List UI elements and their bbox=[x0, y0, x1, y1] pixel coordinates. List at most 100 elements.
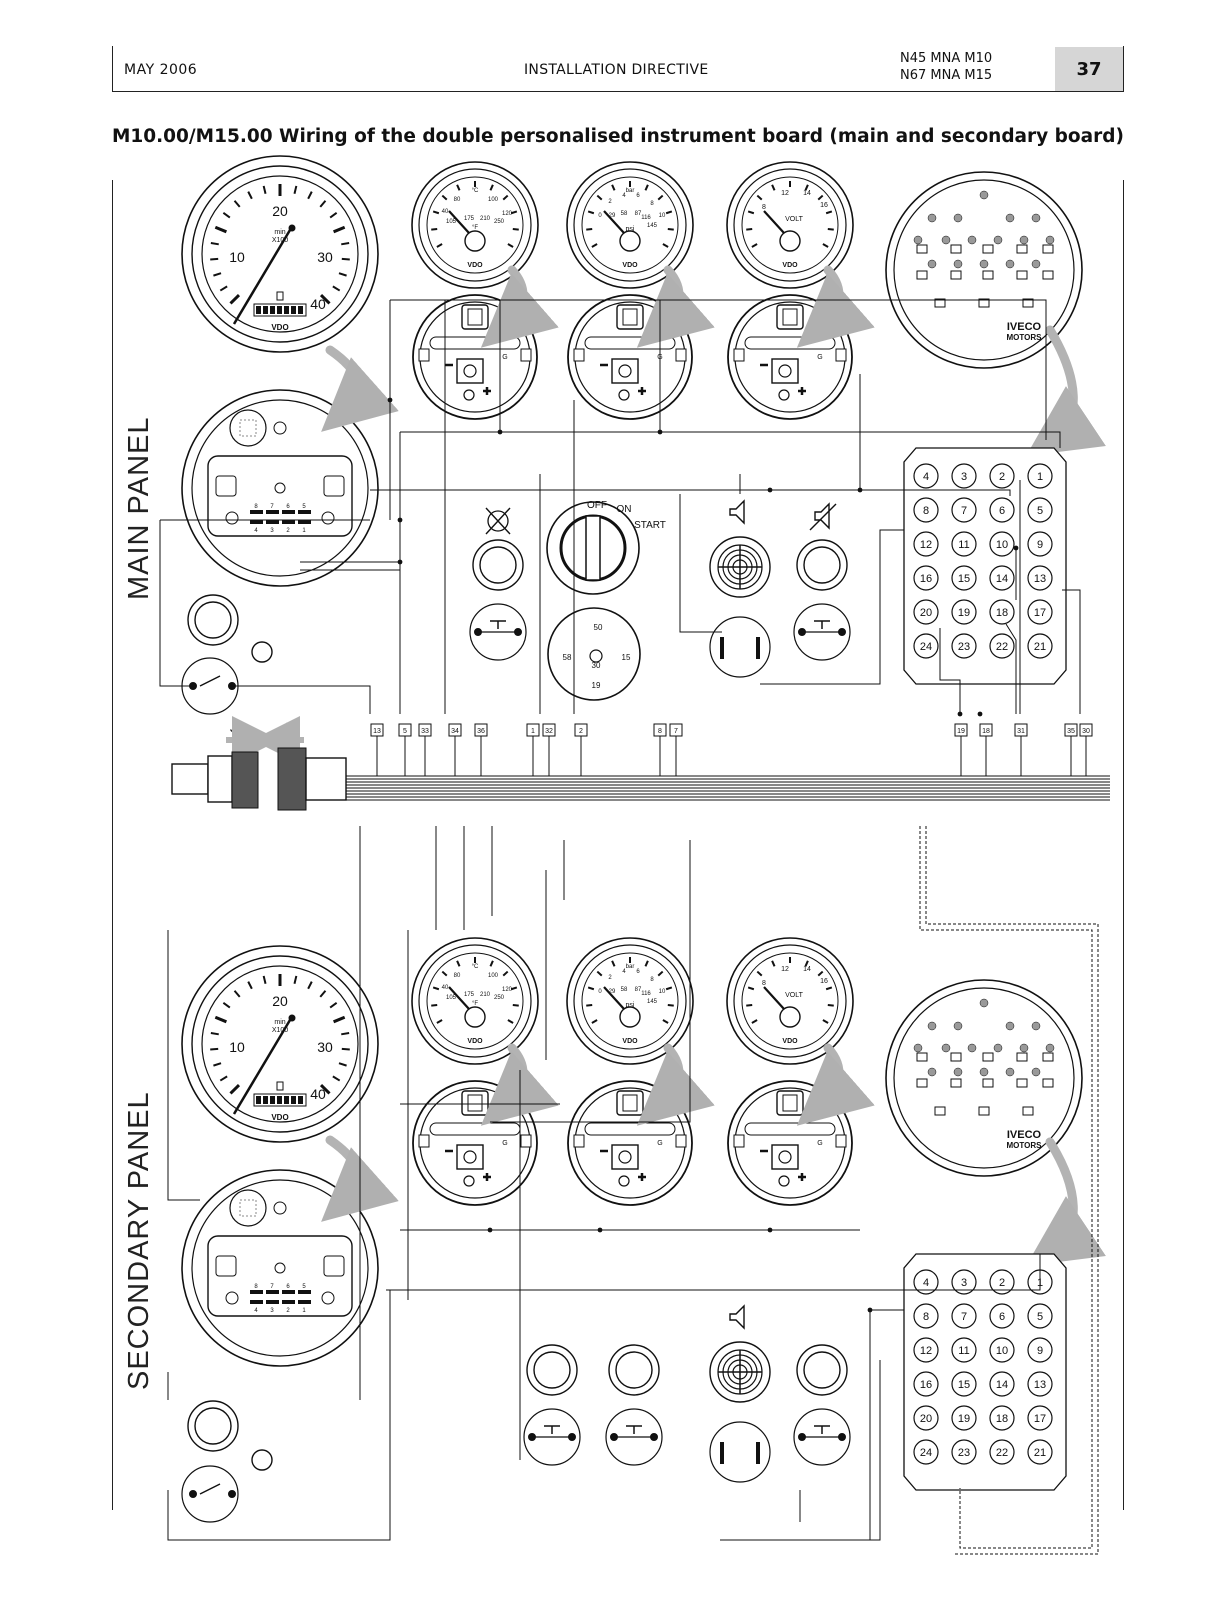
tachometer-tick bbox=[319, 200, 327, 208]
gauge-scale-label: 87 bbox=[635, 987, 642, 993]
gauge-needle bbox=[763, 210, 785, 234]
tachometer-scale-label: 40 bbox=[310, 1086, 326, 1102]
pin-15 bbox=[951, 565, 977, 591]
tachometer-tick bbox=[341, 257, 350, 261]
tachometer-scale-label: 30 bbox=[317, 1039, 333, 1055]
pin-label-17: 17 bbox=[1034, 1413, 1046, 1425]
gauge-tick bbox=[662, 1019, 669, 1024]
warning-symbol-icon bbox=[916, 1078, 928, 1088]
pin-label-22: 22 bbox=[996, 641, 1008, 653]
pin-6 bbox=[989, 497, 1015, 523]
warning-symbol-icon bbox=[982, 270, 994, 280]
gauge-tick bbox=[662, 243, 669, 248]
pin-block-outline bbox=[903, 447, 1067, 685]
junction-dot bbox=[597, 1227, 603, 1233]
tachometer-needle bbox=[232, 1019, 292, 1115]
rear-lamp-bulb bbox=[782, 1094, 798, 1112]
rear-stud-left bbox=[215, 475, 237, 497]
pin-label-23: 23 bbox=[958, 641, 970, 653]
rear-bottom-screw bbox=[618, 1175, 630, 1187]
pin-label-22: 22 bbox=[996, 1447, 1008, 1459]
dimmer-icon bbox=[251, 641, 273, 663]
plug-nut bbox=[207, 755, 233, 803]
pin-tag-label-2: 2 bbox=[579, 728, 583, 735]
rear-terminal-label: 6 bbox=[286, 1284, 290, 1290]
pin-23 bbox=[951, 633, 977, 659]
rear-terminal-screw bbox=[463, 1150, 477, 1164]
warning-lamp bbox=[913, 1043, 923, 1053]
tachometer-tick bbox=[247, 191, 253, 200]
key-terminal-58: 58 bbox=[563, 653, 572, 662]
gauge-scale-label: 8 bbox=[650, 201, 654, 207]
gauge-tick bbox=[596, 970, 603, 977]
counter-digit bbox=[256, 306, 261, 314]
pin-label-11: 11 bbox=[958, 539, 969, 551]
pin-20 bbox=[913, 1405, 939, 1431]
buzzer-body bbox=[709, 616, 771, 678]
switch-terminal bbox=[610, 1433, 618, 1441]
shielded-link bbox=[925, 826, 1099, 1555]
light-switch-cap bbox=[194, 1407, 232, 1445]
gauge-tick bbox=[441, 194, 448, 201]
gauge-tick bbox=[591, 1019, 598, 1024]
hour-glass-icon bbox=[276, 1081, 284, 1091]
warning-symbol-icon bbox=[978, 1106, 990, 1116]
pin-label-19: 19 bbox=[958, 1413, 970, 1425]
wire bbox=[386, 1254, 1041, 1291]
switch-terminal bbox=[528, 1433, 536, 1441]
gauge-tick bbox=[822, 243, 829, 248]
temperature-gauge-dial bbox=[426, 176, 524, 274]
key-position-on: ON bbox=[617, 504, 632, 515]
tachometer-scale-label: 30 bbox=[317, 249, 333, 265]
pin-label-6: 6 bbox=[999, 505, 1005, 517]
warning-lamp bbox=[953, 1021, 963, 1031]
gauge-unit: °C bbox=[472, 964, 479, 970]
gauge-unit: bar bbox=[626, 188, 635, 194]
hour-glass-icon bbox=[276, 291, 284, 301]
gauge-scale-label: 16 bbox=[820, 978, 828, 985]
gauge-tick bbox=[510, 210, 518, 215]
key-terminal-50: 50 bbox=[594, 623, 603, 632]
tachometer-tick bbox=[329, 1002, 338, 1009]
pin-13 bbox=[1027, 565, 1053, 591]
buzzer-mute-button bbox=[793, 539, 851, 661]
panel-flip-arrow bbox=[1026, 325, 1106, 457]
gauge-scale-label: 80 bbox=[454, 197, 461, 203]
pin-18 bbox=[989, 1405, 1015, 1431]
counter-digit bbox=[291, 306, 296, 314]
rear-terminal bbox=[266, 510, 279, 514]
gauge-scale-label: 116 bbox=[641, 215, 651, 221]
temperature-gauge-rear: G bbox=[412, 1080, 538, 1206]
voltmeter-gauge-rear: G bbox=[727, 1080, 853, 1206]
warning-lamp bbox=[927, 1021, 937, 1031]
tachometer-needle bbox=[232, 229, 292, 325]
pin-label-13: 13 bbox=[1034, 573, 1046, 585]
warning-lamp bbox=[953, 1067, 963, 1077]
pin-12 bbox=[913, 1337, 939, 1363]
gauge-unit: °C bbox=[472, 188, 479, 194]
junction-dot bbox=[657, 429, 663, 435]
gauge-scale-label: 105 bbox=[446, 219, 457, 225]
gauge-scale-label: 16 bbox=[820, 202, 828, 209]
needle-hub bbox=[288, 224, 296, 232]
wire bbox=[159, 520, 193, 687]
gauge-scale-label: 100 bbox=[488, 973, 499, 979]
pin-11 bbox=[951, 531, 977, 557]
pin-tag-label-31: 31 bbox=[1017, 728, 1025, 735]
stop-button-cap bbox=[533, 1351, 571, 1389]
header-model: N45 MNA M10 N67 MNA M15 bbox=[900, 50, 992, 84]
junction-dot bbox=[767, 487, 773, 493]
main-panel-label: MAIN PANEL bbox=[123, 416, 155, 600]
junction-dot bbox=[957, 711, 963, 717]
gauge-scale-label: 100 bbox=[488, 197, 499, 203]
gauge-tick bbox=[507, 1019, 514, 1024]
pin-label-15: 15 bbox=[958, 1379, 970, 1391]
gauge-tick bbox=[657, 970, 664, 977]
switch-terminal bbox=[474, 628, 482, 636]
warning-symbol-icon bbox=[934, 298, 946, 308]
gauge-unit: psi bbox=[626, 1002, 635, 1009]
